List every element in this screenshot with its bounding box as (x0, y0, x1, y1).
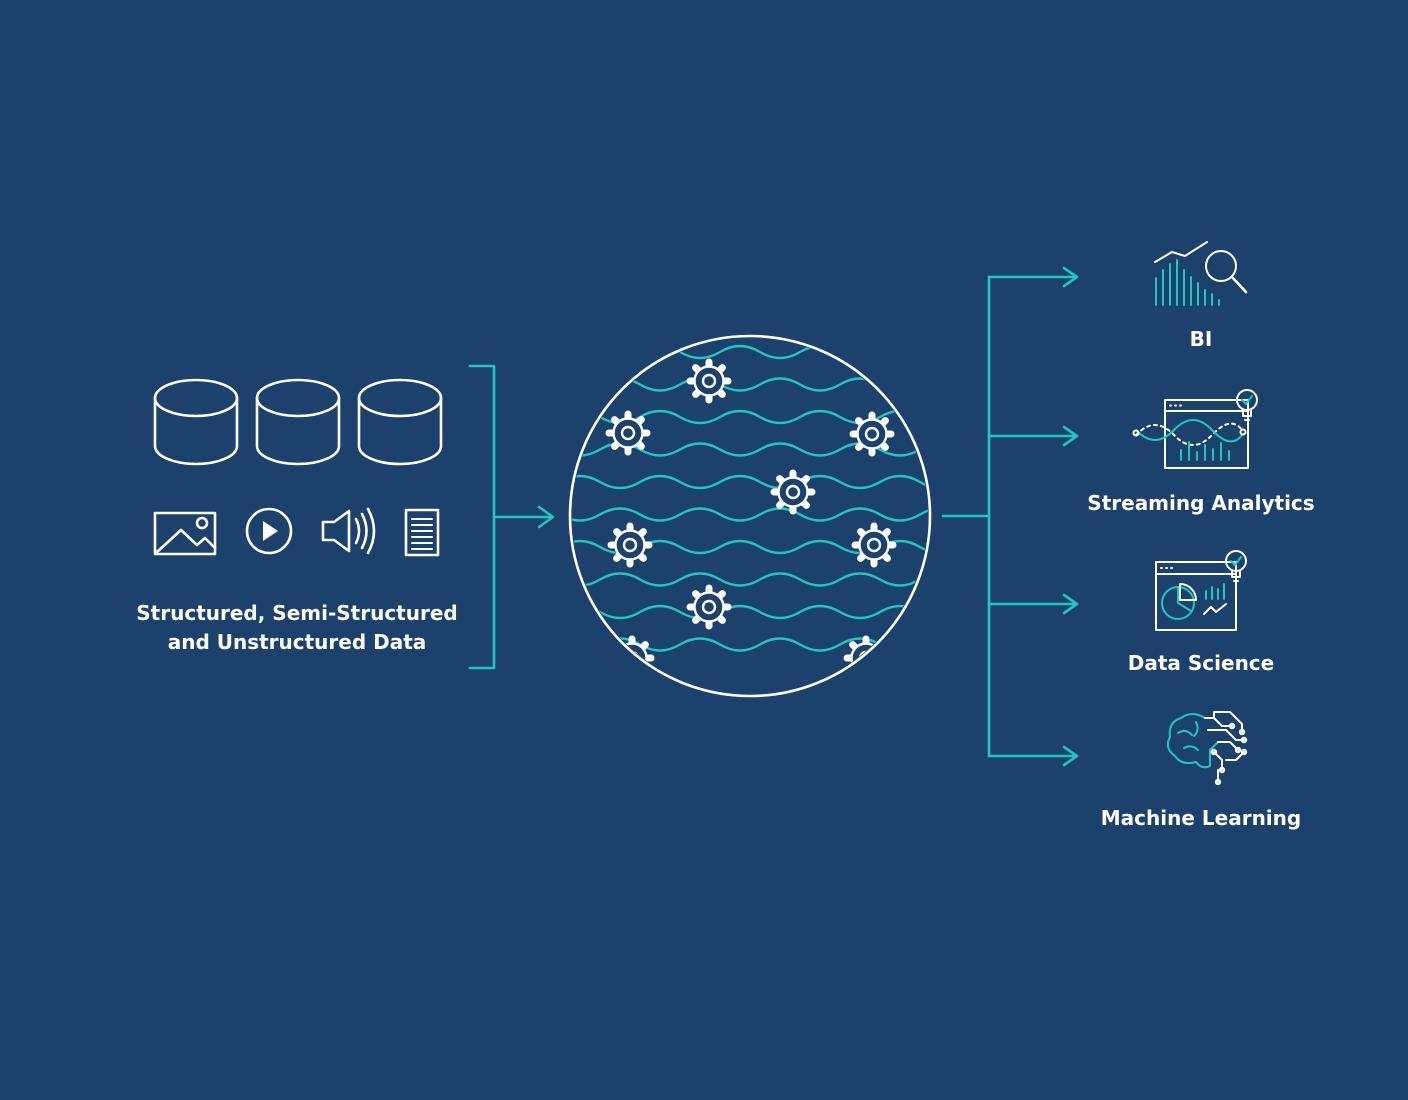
document-icon (404, 508, 440, 557)
source-data-group: Structured, Semi-Structured and Unstruct… (136, 378, 458, 654)
gear-icon (690, 362, 728, 400)
image-icon (153, 511, 217, 556)
play-icon (245, 507, 293, 555)
database-icon (357, 378, 443, 466)
lake-wave-line (572, 637, 928, 652)
data-lake-circle-icon (568, 334, 932, 698)
database-icon (153, 378, 239, 466)
gear-icon (613, 639, 651, 677)
output-data-science: Data Science (1128, 550, 1274, 675)
output-bi: BI (1154, 241, 1248, 351)
brain-circuit-icon (1166, 711, 1248, 786)
lake-wave-line (572, 344, 928, 360)
output-streaming-analytics: Streaming Analytics (1087, 389, 1315, 515)
gear-icon (853, 415, 891, 453)
gear-icon (611, 526, 649, 564)
lake-wave-line (572, 572, 928, 587)
bar-chart-magnifier-icon (1154, 241, 1248, 306)
gear-icon (690, 588, 728, 626)
lake-wave-line (572, 604, 928, 620)
source-label-line2: and Unstructured Data (168, 630, 427, 654)
output-label-bi: BI (1190, 327, 1213, 351)
lake-wave-line (572, 474, 928, 490)
output-label-data-science: Data Science (1128, 651, 1274, 675)
gear-icon (774, 473, 812, 511)
source-label-line1: Structured, Semi-Structured (136, 601, 457, 625)
lake-wave-line (572, 377, 928, 392)
speaker-icon (321, 507, 376, 555)
gear-icon (855, 526, 893, 564)
output-label-machine-learning: Machine Learning (1101, 806, 1301, 830)
database-icon (255, 378, 341, 466)
output-label-streaming-analytics: Streaming Analytics (1087, 491, 1314, 515)
streaming-dashboard-icon (1132, 389, 1258, 469)
input-bracket-arrow (468, 364, 555, 670)
gear-icon (847, 639, 885, 677)
pie-chart-dashboard-icon (1155, 550, 1247, 631)
output-branches (941, 266, 1079, 767)
gear-icon (609, 414, 647, 452)
lake-wave-line (572, 507, 928, 522)
output-machine-learning: Machine Learning (1101, 711, 1301, 830)
lake-wave-line (572, 442, 928, 457)
